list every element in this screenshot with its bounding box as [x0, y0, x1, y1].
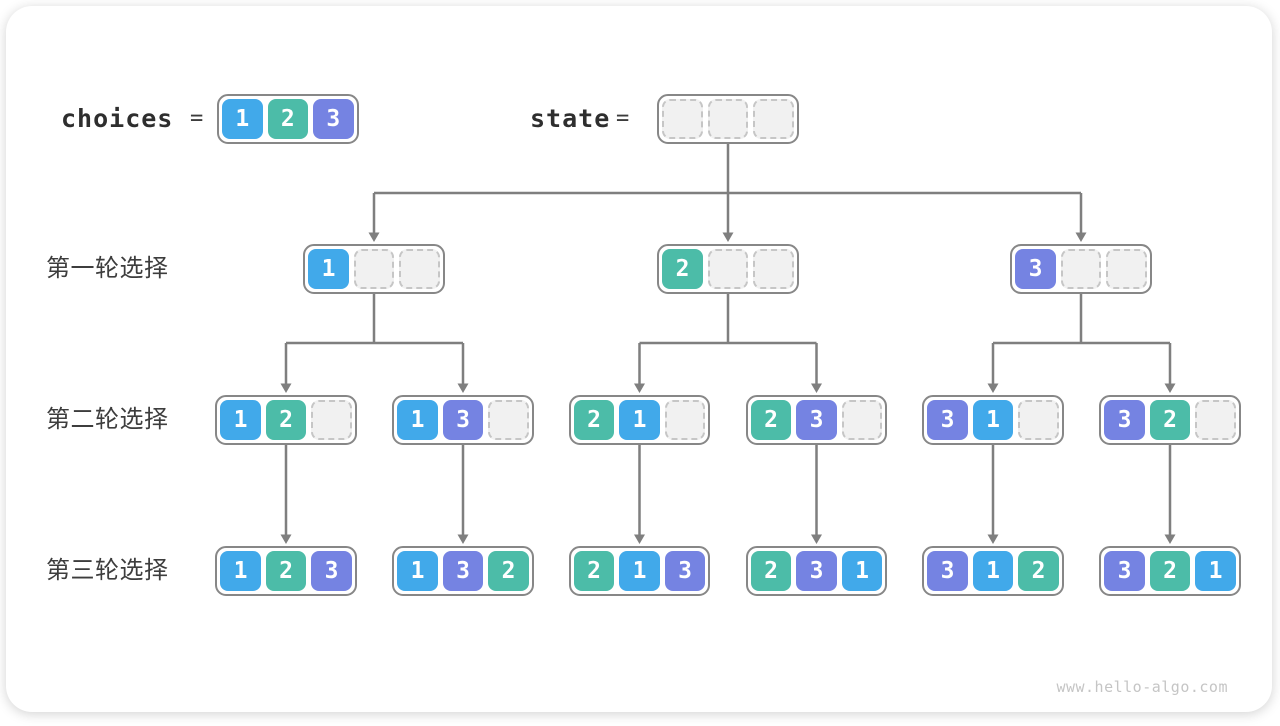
choice-cell-2: 2 [267, 99, 308, 139]
choice-cell-3: 3 [927, 400, 968, 440]
empty-slot [841, 400, 883, 440]
empty-slot [399, 249, 440, 289]
choice-cell-2: 2 [1149, 400, 1191, 440]
choice-cell-3: 3 [1015, 249, 1056, 289]
state-box [657, 94, 799, 144]
choice-cell-3: 3 [313, 99, 354, 139]
choice-cell-3: 3 [1104, 400, 1145, 440]
choice-cell-2: 2 [573, 551, 615, 591]
state-label: state [530, 104, 611, 133]
choice-cell-1: 1 [397, 551, 438, 591]
empty-slot [1018, 400, 1059, 440]
state-equals-sign: = [616, 106, 630, 131]
empty-slot [753, 99, 794, 139]
choice-cell-3: 3 [1104, 551, 1145, 591]
choice-cell-2: 2 [265, 551, 307, 591]
choice-cell-2: 2 [1018, 551, 1059, 591]
choice-cell-1: 1 [308, 249, 349, 289]
choice-cell-3: 3 [664, 551, 706, 591]
choice-cell-1: 1 [222, 99, 263, 139]
choice-cell-2: 2 [750, 551, 792, 591]
empty-slot [1195, 400, 1236, 440]
empty-slot [353, 249, 395, 289]
choice-cell-1: 1 [972, 400, 1014, 440]
choice-cell-3: 3 [796, 551, 837, 591]
choice-cell-1: 1 [619, 400, 660, 440]
choice-cell-3: 3 [311, 551, 352, 591]
empty-slot [311, 400, 352, 440]
empty-slot [707, 99, 749, 139]
round1-state-node: 3 [1010, 244, 1152, 294]
choice-cell-2: 2 [573, 400, 615, 440]
choice-cell-2: 2 [265, 400, 307, 440]
round-3-label: 第三轮选择 [46, 557, 169, 584]
choices-equals-sign: = [190, 106, 204, 131]
round1-state-node: 1 [303, 244, 445, 294]
choice-cell-2: 2 [750, 400, 792, 440]
choice-cell-3: 3 [442, 400, 484, 440]
empty-slot [707, 249, 749, 289]
choice-cell-2: 2 [662, 249, 703, 289]
empty-slot [753, 249, 794, 289]
empty-slot [488, 400, 529, 440]
round1-state-node: 2 [657, 244, 799, 294]
choice-cell-3: 3 [796, 400, 837, 440]
choice-cell-1: 1 [1195, 551, 1236, 591]
choice-cell-2: 2 [488, 551, 529, 591]
empty-slot [1106, 249, 1147, 289]
watermark-url: www.hello-algo.com [1056, 678, 1228, 696]
choice-cell-1: 1 [220, 400, 261, 440]
choices-label: choices [61, 104, 174, 133]
empty-slot [664, 400, 706, 440]
choice-cell-1: 1 [841, 551, 883, 591]
choice-cell-1: 1 [397, 400, 438, 440]
empty-slot [1060, 249, 1102, 289]
round-1-label: 第一轮选择 [46, 255, 169, 282]
choice-cell-3: 3 [442, 551, 484, 591]
choice-cell-1: 1 [220, 551, 261, 591]
round-2-label: 第二轮选择 [46, 406, 169, 433]
choice-cell-1: 1 [972, 551, 1014, 591]
choice-cell-1: 1 [619, 551, 660, 591]
choice-cell-3: 3 [927, 551, 968, 591]
empty-slot [662, 99, 703, 139]
choice-cell-2: 2 [1149, 551, 1191, 591]
